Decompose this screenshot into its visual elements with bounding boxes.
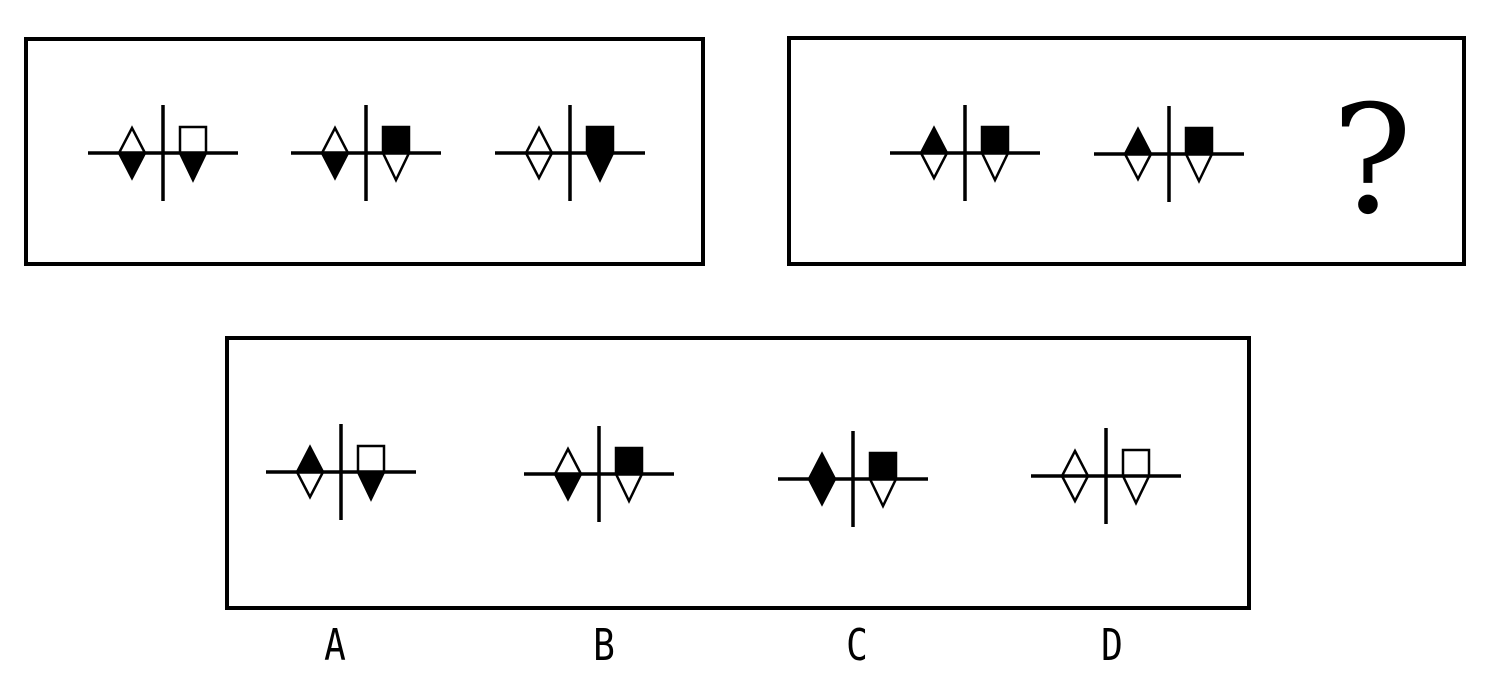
diamond-top-half-icon bbox=[918, 125, 950, 155]
left-figure-2 bbox=[291, 105, 441, 201]
figures-layer bbox=[88, 105, 1244, 527]
option-label-b[interactable]: B bbox=[593, 620, 615, 671]
option-figure-c bbox=[778, 431, 928, 527]
option-label-c[interactable]: C bbox=[846, 620, 868, 671]
square-icon bbox=[585, 125, 615, 155]
left-sequence-panel bbox=[24, 37, 705, 266]
options-panel bbox=[225, 336, 1251, 610]
triangle-icon bbox=[868, 477, 898, 509]
option-label-a[interactable]: A bbox=[324, 620, 346, 671]
right-figure-2 bbox=[1094, 106, 1244, 202]
option-figure-a bbox=[266, 424, 416, 520]
diamond-top-half-icon bbox=[294, 444, 326, 474]
left-figure-3 bbox=[495, 105, 645, 201]
square-icon bbox=[614, 446, 644, 476]
option-label-d[interactable]: D bbox=[1101, 620, 1123, 671]
diamond-bottom-half-icon bbox=[918, 151, 950, 181]
triangle-icon bbox=[980, 151, 1010, 183]
option-figure-b bbox=[524, 426, 674, 522]
right-figure-1 bbox=[890, 105, 1040, 201]
triangle-icon bbox=[585, 151, 615, 183]
square-icon bbox=[1121, 448, 1151, 478]
diamond-bottom-half-icon bbox=[552, 472, 584, 502]
square-icon bbox=[356, 444, 386, 474]
diamond-bottom-half-icon bbox=[294, 470, 326, 500]
diamond-top-half-icon bbox=[552, 446, 584, 476]
square-icon bbox=[980, 125, 1010, 155]
square-icon bbox=[868, 451, 898, 481]
question-mark: ? bbox=[1332, 74, 1412, 248]
triangle-icon bbox=[1184, 152, 1214, 184]
diamond-bottom-half-icon bbox=[806, 477, 838, 507]
right-sequence-panel bbox=[787, 36, 1466, 266]
diamond-bottom-half-icon bbox=[1059, 474, 1091, 504]
diamond-top-half-icon bbox=[319, 125, 351, 155]
square-icon bbox=[381, 125, 411, 155]
diamond-top-half-icon bbox=[1122, 126, 1154, 156]
diamond-top-half-icon bbox=[1059, 448, 1091, 478]
triangle-icon bbox=[178, 151, 208, 183]
diamond-top-half-icon bbox=[806, 451, 838, 481]
diamond-bottom-half-icon bbox=[1122, 152, 1154, 182]
square-icon bbox=[178, 125, 208, 155]
left-figure-1 bbox=[88, 105, 238, 201]
diamond-bottom-half-icon bbox=[116, 151, 148, 181]
triangle-icon bbox=[1121, 474, 1151, 506]
diamond-top-half-icon bbox=[523, 125, 555, 155]
triangle-icon bbox=[381, 151, 411, 183]
square-icon bbox=[1184, 126, 1214, 156]
diamond-top-half-icon bbox=[116, 125, 148, 155]
triangle-icon bbox=[614, 472, 644, 504]
diamond-bottom-half-icon bbox=[319, 151, 351, 181]
triangle-icon bbox=[356, 470, 386, 502]
diamond-bottom-half-icon bbox=[523, 151, 555, 181]
option-figure-d bbox=[1031, 428, 1181, 524]
